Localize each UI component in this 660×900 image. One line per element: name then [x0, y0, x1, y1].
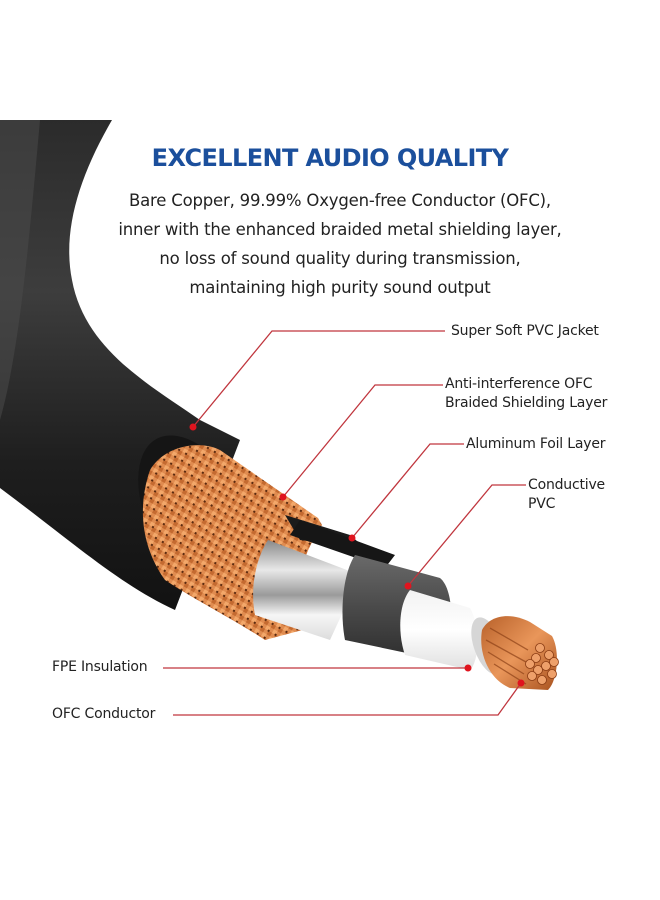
label-text: Conductive: [528, 477, 605, 493]
conductor-strand-ends: [525, 643, 559, 685]
label-text: OFC Conductor: [52, 706, 156, 722]
label-text: Braided Shielding Layer: [445, 395, 608, 411]
description-line: inner with the enhanced braided metal sh…: [118, 220, 562, 239]
leader-foil: [351, 443, 464, 539]
fpe-insulation: [400, 590, 478, 670]
leader-conductive-pvc: [407, 484, 526, 587]
description-line: Bare Copper, 99.99% Oxygen-free Conducto…: [129, 191, 551, 210]
aluminum-foil: [253, 540, 360, 640]
label-text: PVC: [528, 496, 556, 512]
headline: EXCELLENT AUDIO QUALITY: [151, 144, 509, 172]
leader-lines: [163, 330, 526, 716]
label-shield: Anti-interference OFC Braided Shielding …: [445, 375, 607, 413]
leader-conductor: [173, 682, 522, 716]
leader-jacket: [192, 330, 445, 428]
label-conductor: OFC Conductor: [52, 705, 155, 724]
label-text: Aluminum Foil Layer: [466, 436, 606, 452]
label-foil: Aluminum Foil Layer: [466, 435, 605, 454]
leader-dots: [189, 423, 525, 687]
label-text: Anti-interference OFC: [445, 376, 593, 392]
description-line: maintaining high purity sound output: [189, 278, 491, 297]
label-jacket: Super Soft PVC Jacket: [451, 322, 599, 341]
label-conductive-pvc: Conductive PVC: [528, 476, 605, 514]
leader-shield: [282, 384, 443, 498]
description-line: no loss of sound quality during transmis…: [159, 249, 521, 268]
label-text: Super Soft PVC Jacket: [451, 323, 599, 339]
description: Bare Copper, 99.99% Oxygen-free Conducto…: [60, 186, 620, 302]
label-insulation: FPE Insulation: [52, 658, 148, 677]
label-text: FPE Insulation: [52, 659, 148, 675]
